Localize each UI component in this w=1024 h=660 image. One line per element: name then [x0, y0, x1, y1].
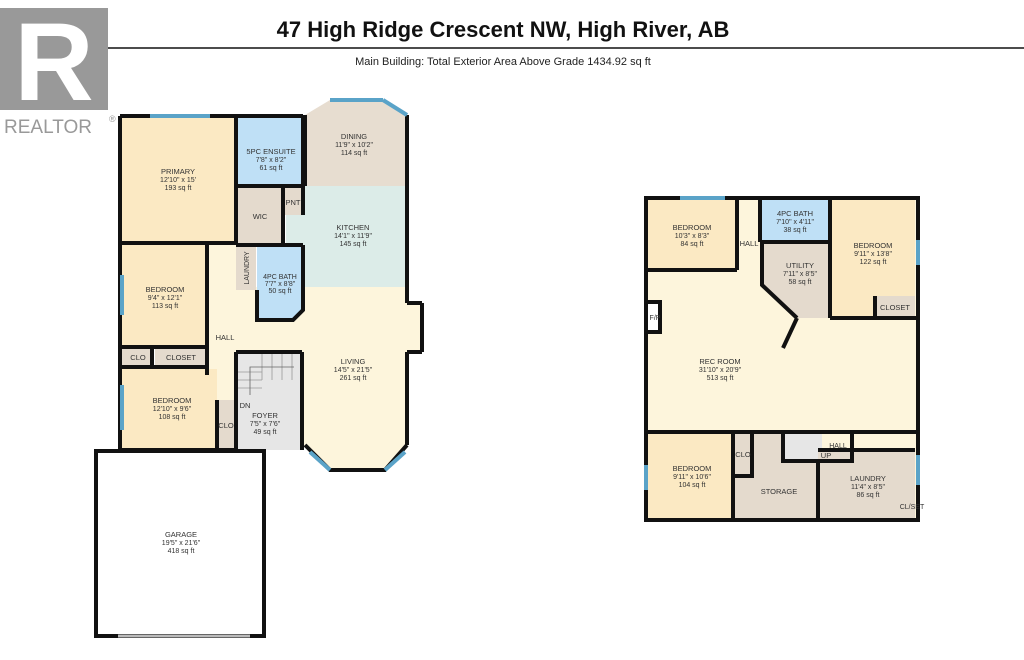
room-label: 108 sq ft [159, 414, 186, 421]
room-label: 9'4" x 12'1" [148, 295, 183, 302]
room-b-bath [760, 200, 830, 242]
room-label: 86 sq ft [857, 492, 880, 499]
room-label: 12'10" x 15' [160, 177, 196, 184]
room-label: 4PC BATH [777, 209, 813, 218]
room-label: 14'5" x 21'5" [334, 367, 373, 374]
room-label: DINING [341, 132, 367, 141]
room-wic [236, 188, 283, 243]
room-label: HALL [740, 239, 759, 248]
room-bedroom-3 [122, 369, 217, 450]
room-label: BEDROOM [673, 464, 712, 473]
room-label: GARAGE [165, 530, 197, 539]
room-label: 122 sq ft [860, 259, 887, 266]
room-bath [257, 245, 303, 320]
room-label: BEDROOM [854, 241, 893, 250]
room-label: UP [821, 451, 831, 460]
page-title: 47 High Ridge Crescent NW, High River, A… [277, 17, 730, 42]
room-label: 145 sq ft [340, 241, 367, 248]
room-ensuite [236, 116, 303, 186]
room-label: 418 sq ft [168, 548, 195, 555]
room-label: BEDROOM [153, 396, 192, 405]
room-label: BEDROOM [673, 223, 712, 232]
room-label: 9'11" x 13'8" [854, 251, 892, 258]
room-label: 513 sq ft [707, 375, 734, 382]
room-b-bedroom-1 [648, 200, 737, 270]
room-clo-1 [122, 347, 152, 367]
room-label: STORAGE [761, 487, 798, 496]
room-b-stairs [783, 434, 822, 461]
room-primary [120, 116, 236, 243]
room-label: 84 sq ft [681, 241, 704, 248]
room-label: BEDROOM [146, 285, 185, 294]
room-label: CLO [218, 421, 234, 430]
room-label: CL/SET [900, 504, 925, 511]
room-label: REALTOR [4, 117, 92, 138]
room-label: LIVING [341, 357, 366, 366]
room-label: 7'11" x 8'5" [783, 271, 817, 278]
room-clo-2 [217, 400, 236, 450]
room-label: 104 sq ft [679, 482, 706, 489]
room-label: WIC [253, 212, 268, 221]
room-closet [155, 347, 207, 367]
room-label: 9'11" x 10'6" [673, 474, 711, 481]
room-b-bedroom-3 [648, 434, 733, 520]
room-label: 14'1" x 11'9" [334, 233, 372, 240]
room-label: 261 sq ft [340, 375, 367, 382]
room-label: HALL [829, 443, 847, 450]
realtor-logo: R REALTOR ® [0, 1, 116, 138]
room-label: 113 sq ft [152, 303, 178, 310]
stairs-icon [238, 354, 294, 395]
room-label: 38 sq ft [784, 227, 807, 234]
room-label: 5PC ENSUITE [246, 147, 295, 156]
room-bedroom-2 [122, 245, 207, 347]
room-label: PNT [286, 198, 301, 207]
room-label: DN [240, 401, 251, 410]
room-label: UTILITY [786, 261, 814, 270]
room-label: 58 sq ft [789, 279, 812, 286]
room-stairs [236, 352, 302, 450]
room-label: HALL [216, 333, 235, 342]
room-pnt [284, 188, 303, 215]
room-label: R [14, 1, 93, 124]
room-label: 7'8" x 8'2" [256, 157, 287, 164]
room-label: F/P [650, 315, 661, 322]
room-label: ® [109, 114, 116, 124]
room-label: 7'7" x 8'8" [265, 281, 296, 288]
room-label: PRIMARY [161, 167, 195, 176]
room-label: 193 sq ft [165, 185, 192, 192]
room-label: CLOSET [880, 303, 910, 312]
room-label: 4PC BATH [263, 274, 297, 281]
room-label: 114 sq ft [341, 150, 367, 157]
room-label: 31'10" x 20'9" [699, 367, 742, 374]
room-label: CLO [735, 450, 751, 459]
room-label: 11'4" x 8'5" [851, 484, 885, 491]
room-label: CLOSET [166, 353, 196, 362]
room-label: 49 sq ft [254, 429, 277, 436]
room-label: REC ROOM [699, 357, 740, 366]
room-label: 7'5" x 7'6" [250, 421, 281, 428]
basement-floor: BEDROOM 10'3" x 8'3" 84 sq ft HALL 4PC B… [644, 196, 925, 522]
room-dining [305, 100, 407, 186]
room-label: 50 sq ft [269, 288, 292, 295]
room-label: 11'9" x 10'2" [335, 142, 373, 149]
main-floor: PRIMARY 12'10" x 15' 193 sq ft 5PC ENSUI… [94, 98, 424, 638]
room-label: KITCHEN [337, 223, 370, 232]
room-label: 10'3" x 8'3" [675, 233, 710, 240]
room-fp [648, 302, 660, 332]
room-label: 7'10" x 4'11" [776, 219, 814, 226]
room-label: 61 sq ft [260, 165, 283, 172]
page-subtitle: Main Building: Total Exterior Area Above… [355, 56, 651, 68]
room-label: LAUNDRY [244, 251, 251, 285]
room-label: 19'5" x 21'6" [162, 540, 201, 547]
room-label: LAUNDRY [850, 474, 886, 483]
room-label: 12'10" x 9'6" [153, 406, 192, 413]
room-kitchen [286, 186, 407, 287]
room-laundry [236, 245, 256, 290]
room-b-closet [875, 296, 915, 318]
room-label: FOYER [252, 411, 278, 420]
room-label: CLO [130, 353, 146, 362]
